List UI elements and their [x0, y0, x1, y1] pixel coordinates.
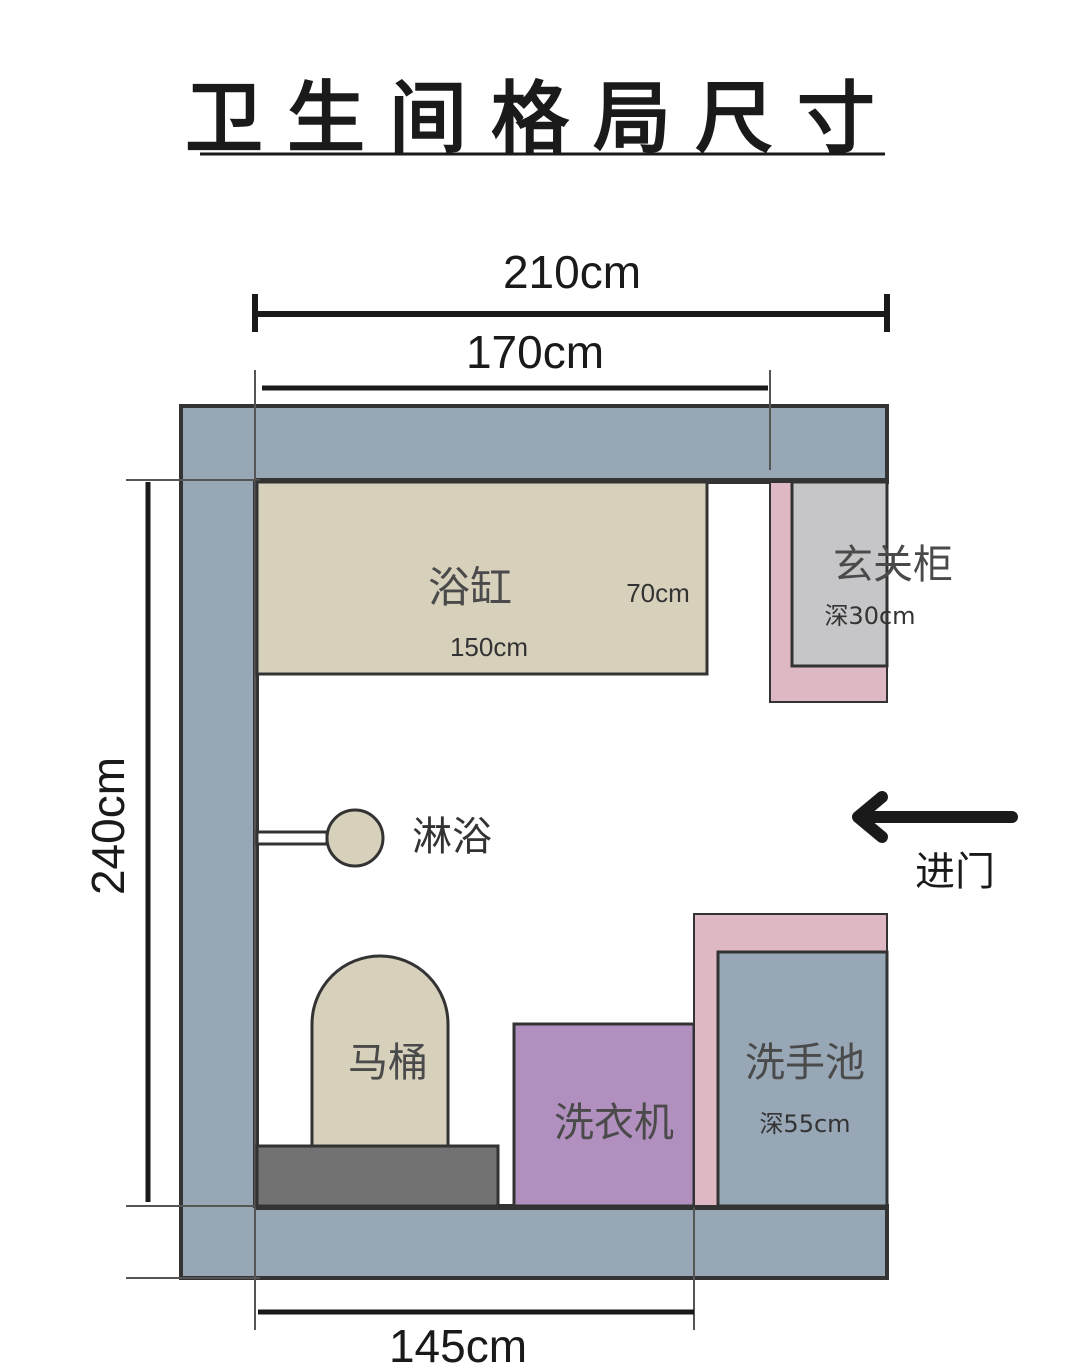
entrance-label: 进门: [915, 849, 995, 895]
toilet-base: [255, 1144, 500, 1208]
washing-machine-label: 洗衣机: [554, 1100, 674, 1146]
bathtub-width-label: 150cm: [450, 632, 528, 662]
toilet: [310, 954, 450, 1148]
wall-left-fill: [183, 408, 255, 1276]
dim-240-label: 240cm: [82, 757, 134, 895]
entry-cabinet-depth: 深30cm: [824, 602, 915, 630]
shower-arm: [255, 830, 329, 846]
sink-label: 洗手池: [745, 1040, 865, 1086]
dim-210-label: 210cm: [503, 246, 641, 298]
dim-145-label: 145cm: [389, 1320, 527, 1368]
page-title: 卫生间格局尺寸: [185, 73, 899, 164]
entry-cabinet: [790, 480, 889, 668]
entry-cabinet-label: 玄关柜: [833, 542, 953, 588]
entrance-arrow-head: [852, 791, 888, 843]
washing-machine: [512, 1022, 696, 1208]
bathtub: [255, 480, 709, 676]
shower-label: 淋浴: [412, 814, 492, 860]
toilet-label: 马桶: [348, 1040, 428, 1086]
wall-bottom-fill: [183, 1208, 885, 1276]
bathtub-label: 浴缸: [428, 563, 512, 612]
shower-head: [325, 808, 385, 868]
sink-depth: 深55cm: [759, 1110, 850, 1138]
dim-170-label: 170cm: [466, 326, 604, 378]
bathtub-depth-label: 70cm: [626, 578, 690, 608]
wall-top-fill: [183, 408, 885, 480]
dimension-210: [252, 294, 890, 332]
guide-lines: [126, 370, 771, 1330]
sink: [716, 950, 889, 1208]
